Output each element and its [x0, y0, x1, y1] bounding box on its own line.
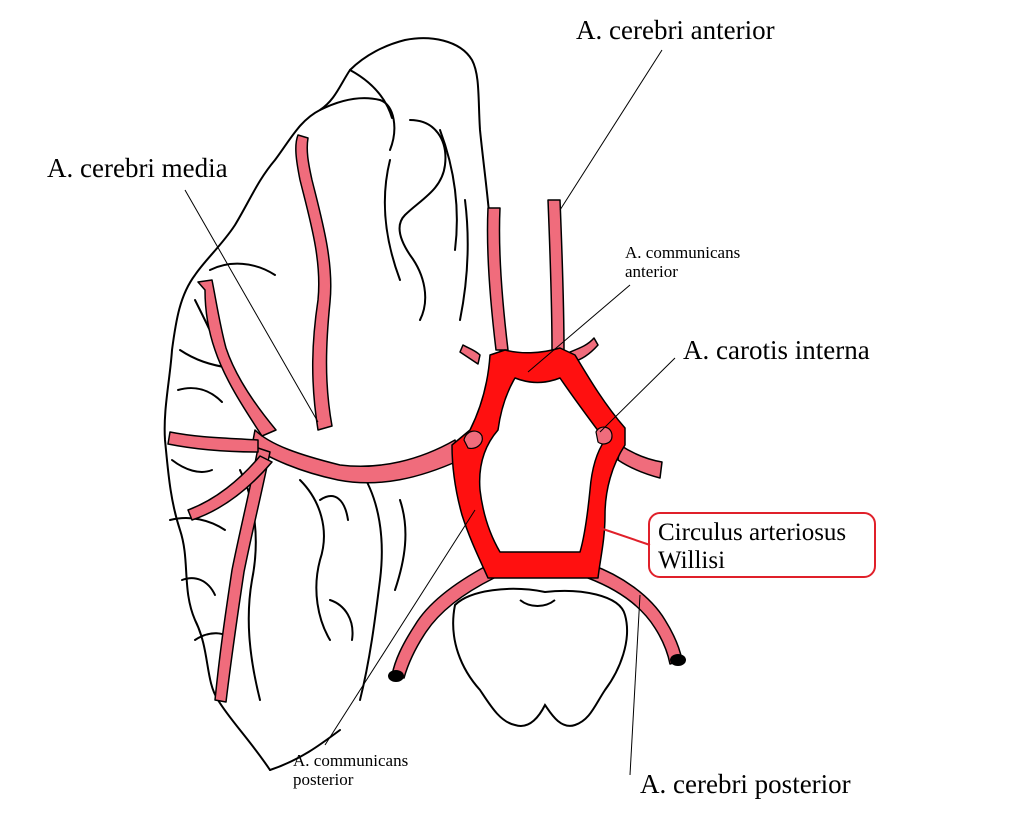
right-carotid-opening [595, 426, 613, 445]
label-communicans-anterior-line1: A. communicans [625, 243, 741, 262]
leader-lines [184, 49, 676, 776]
circulus-highlight-box [648, 512, 876, 578]
label-communicans-posterior: A. communicans posterior [293, 751, 409, 789]
leader-communicans-anterior [527, 284, 631, 373]
left-posterior-cerebral-artery [391, 564, 495, 679]
internal-carotid-stub [617, 444, 663, 479]
brainstem-section [452, 587, 629, 727]
left-carotid-opening [463, 430, 483, 449]
left-pca-end [388, 670, 404, 682]
leader-circulus [599, 527, 651, 546]
label-circulus-line1: Circulus arteriosus [658, 519, 847, 546]
right-pca-end [670, 654, 686, 666]
label-cerebri-media: A. cerebri media [47, 153, 228, 183]
label-cerebri-anterior: A. cerebri anterior [576, 15, 775, 45]
leader-carotis-interna [599, 357, 676, 433]
left-anterior-cerebral-artery [486, 207, 509, 351]
mca-lateral-branch [167, 431, 259, 453]
label-cerebri-posterior: A. cerebri posterior [640, 769, 851, 799]
label-communicans-posterior-line1: A. communicans [293, 751, 409, 770]
leader-cerebri-posterior [629, 594, 641, 776]
mca-lower-branch [214, 447, 271, 703]
mca-upper-branch [295, 134, 333, 431]
middle-cerebral-artery [251, 429, 461, 484]
label-communicans-anterior: A. communicans anterior [625, 243, 741, 281]
mca-frontal-branch [197, 279, 277, 437]
leader-cerebri-anterior [559, 49, 663, 211]
label-carotis-interna: A. carotis interna [683, 335, 870, 365]
right-anterior-cerebral-artery [547, 199, 565, 351]
label-communicans-posterior-line2: posterior [293, 769, 354, 789]
brain-outline [163, 37, 501, 771]
circle-of-willis-ring [451, 347, 626, 579]
label-communicans-anterior-line2: anterior [625, 261, 678, 281]
label-circulus-line2: Willisi [658, 546, 726, 574]
mca-posterior-branch [187, 455, 273, 521]
brainstem-notch [519, 599, 556, 607]
leader-communicans-posterior [324, 509, 476, 746]
label-circulus: Circulus arteriosus Willisi [658, 519, 846, 574]
leader-cerebri-media [184, 189, 319, 423]
